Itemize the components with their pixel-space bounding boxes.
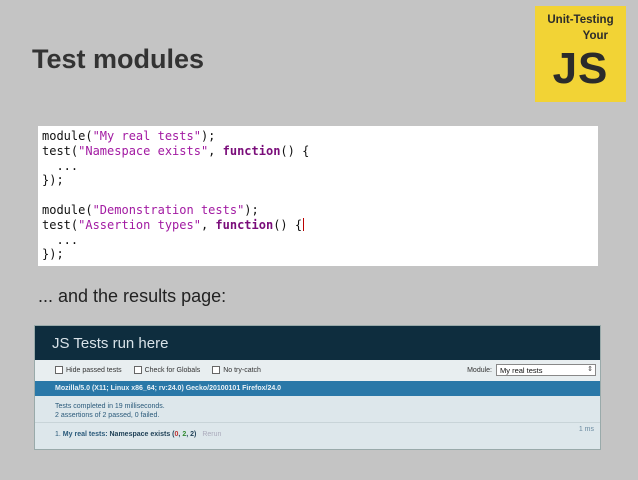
test-index: 1. bbox=[55, 431, 61, 438]
test-name: Namespace exists bbox=[109, 431, 171, 438]
code-text: test( bbox=[42, 143, 79, 158]
code-text: () { bbox=[280, 143, 310, 158]
code-text: , bbox=[200, 217, 216, 232]
summary-assertions: 2 assertions of 2 passed, 0 failed. bbox=[55, 412, 160, 419]
text-cursor bbox=[303, 217, 305, 231]
total-count: 2 bbox=[190, 431, 195, 438]
logo-line-3: JS bbox=[552, 44, 609, 93]
qunit-header[interactable]: JS Tests run here bbox=[35, 326, 600, 360]
code-line: }); bbox=[42, 173, 64, 188]
code-text: () { bbox=[273, 217, 303, 232]
rerun-link[interactable]: Rerun bbox=[202, 431, 222, 438]
test-module-name: My real tests: bbox=[62, 431, 108, 438]
test-counts: (0, 2, 2) bbox=[172, 431, 196, 438]
module-select-value: My real tests bbox=[500, 366, 543, 375]
code-line: }); bbox=[42, 247, 64, 262]
checkbox-label: Hide passed tests bbox=[66, 366, 122, 374]
code-text: module( bbox=[42, 202, 93, 217]
checkbox-icon[interactable] bbox=[55, 366, 63, 374]
module-label: Module: bbox=[467, 366, 492, 374]
code-string: "Namespace exists" bbox=[78, 143, 209, 158]
code-string: "Assertion types" bbox=[78, 217, 201, 232]
code-text: , bbox=[208, 143, 223, 158]
code-block: module("My real tests");test("Namespace … bbox=[38, 126, 598, 266]
checkbox-icon[interactable] bbox=[133, 366, 142, 374]
failed-count: 0 bbox=[174, 431, 179, 438]
qunit-results-page: JS Tests run here Hide passed tests Chec… bbox=[34, 325, 601, 450]
code-text: ); bbox=[200, 129, 216, 143]
code-text: module( bbox=[42, 129, 93, 143]
counts-separator: , bbox=[186, 431, 191, 438]
slide-caption: ... and the results page: bbox=[38, 286, 227, 306]
logo: Unit-Testing Your JS bbox=[535, 6, 626, 102]
code-line: test("Assertion types", function() { bbox=[42, 217, 594, 233]
checkbox-label: Check for Globals bbox=[144, 366, 201, 374]
logo-line-2: Your bbox=[582, 30, 608, 42]
checkbox-icon[interactable] bbox=[212, 366, 221, 374]
code-line: ... bbox=[42, 158, 79, 173]
code-keyword: function bbox=[222, 143, 281, 158]
code-line: module("My real tests"); bbox=[42, 129, 594, 144]
summary-time: Tests completed in 19 milliseconds. bbox=[55, 403, 165, 410]
updown-arrow-icon: ⇕ bbox=[587, 366, 593, 373]
code-line: module("Demonstration tests"); bbox=[42, 203, 594, 218]
passed-count: 2 bbox=[182, 431, 187, 438]
code-string: "My real tests" bbox=[92, 129, 201, 143]
code-text: ); bbox=[244, 202, 259, 217]
check-globals-checkbox[interactable]: Check for Globals bbox=[133, 366, 201, 374]
hide-passed-checkbox[interactable]: Hide passed tests bbox=[55, 366, 122, 374]
no-try-catch-checkbox[interactable]: No try-catch bbox=[212, 366, 261, 374]
checkbox-label: No try-catch bbox=[223, 366, 261, 374]
module-filter: Module: My real tests ⇕ bbox=[467, 364, 596, 376]
code-line: test("Namespace exists", function() { bbox=[42, 144, 594, 159]
test-runtime: 1 ms bbox=[578, 426, 594, 433]
logo-line-1: Unit-Testing bbox=[547, 14, 614, 26]
counts-separator: , bbox=[178, 431, 183, 438]
module-select[interactable]: My real tests ⇕ bbox=[496, 364, 596, 376]
user-agent-bar: Mozilla/5.0 (X11; Linux x86_64; rv:24.0)… bbox=[35, 381, 600, 396]
counts-close: ) bbox=[194, 431, 197, 438]
code-text: test( bbox=[42, 217, 79, 232]
test-summary: Tests completed in 19 milliseconds. 2 as… bbox=[35, 396, 600, 422]
qunit-toolbar: Hide passed tests Check for Globals No t… bbox=[35, 360, 600, 381]
code-line: ... bbox=[42, 232, 79, 247]
code-string: "Demonstration tests" bbox=[92, 202, 245, 217]
code-line bbox=[42, 188, 594, 203]
code-keyword: function bbox=[215, 217, 274, 232]
test-result-item[interactable]: 1. My real tests: Namespace exists (0, 2… bbox=[35, 422, 600, 449]
slide-title: Test modules bbox=[32, 44, 205, 74]
counts-open: ( bbox=[172, 431, 175, 438]
